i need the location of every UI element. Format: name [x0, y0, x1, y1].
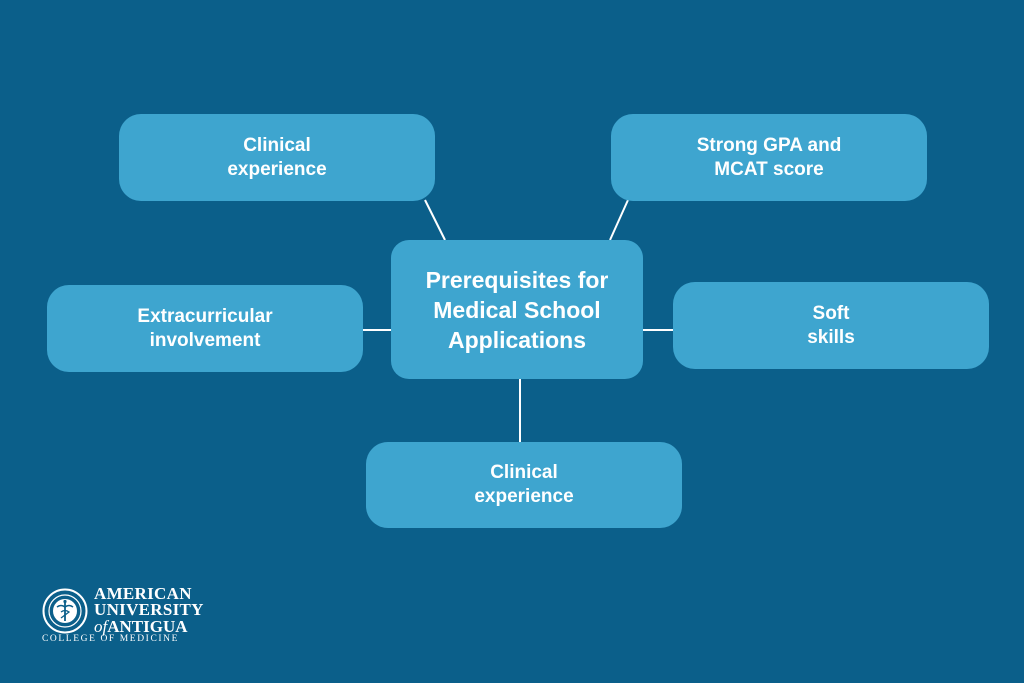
- university-seal-icon: [42, 588, 88, 634]
- node-mid-left: Extracurricular involvement: [47, 285, 363, 372]
- logo-wordmark: AMERICAN UNIVERSITY ofANTIGUA: [94, 584, 204, 635]
- node-bottom: Clinical experience: [366, 442, 682, 528]
- logo-antigua-word: ANTIGUA: [107, 617, 188, 636]
- center-line2: Medical School: [433, 296, 601, 323]
- logo-of: of: [94, 617, 108, 636]
- university-logo: AMERICAN UNIVERSITY ofANTIGUA COLLEGE OF…: [42, 584, 212, 646]
- node-bottom-line2: experience: [474, 486, 574, 507]
- node-mid-right-line1: Soft: [812, 302, 850, 324]
- connector-top-left: [424, 199, 446, 241]
- logo-line-antigua: ofANTIGUA: [94, 618, 204, 635]
- node-top-right: Strong GPA and MCAT score: [611, 114, 927, 201]
- logo-line-american: AMERICAN: [94, 584, 192, 603]
- node-top-left: Clinical experience: [119, 114, 435, 201]
- node-top-left-line2: experience: [227, 158, 327, 180]
- node-mid-right-line2: skills: [807, 326, 855, 348]
- node-mid-left-line2: involvement: [149, 329, 261, 351]
- node-top-right-line2: MCAT score: [714, 158, 824, 180]
- node-mid-left-line1: Extracurricular: [137, 305, 273, 327]
- logo-line-university: UNIVERSITY: [94, 600, 204, 619]
- node-top-left-line1: Clinical: [243, 134, 311, 156]
- node-top-right-line1: Strong GPA and: [696, 134, 842, 156]
- center-line1: Prerequisites for: [425, 266, 609, 293]
- logo-subtitle: COLLEGE OF MEDICINE: [42, 634, 180, 644]
- center-node: Prerequisites for Medical School Applica…: [391, 240, 643, 379]
- center-line3: Applications: [447, 326, 586, 353]
- node-mid-right: Soft skills: [673, 282, 989, 369]
- connector-top-right: [609, 199, 629, 241]
- node-bottom-line1: Clinical: [490, 462, 558, 483]
